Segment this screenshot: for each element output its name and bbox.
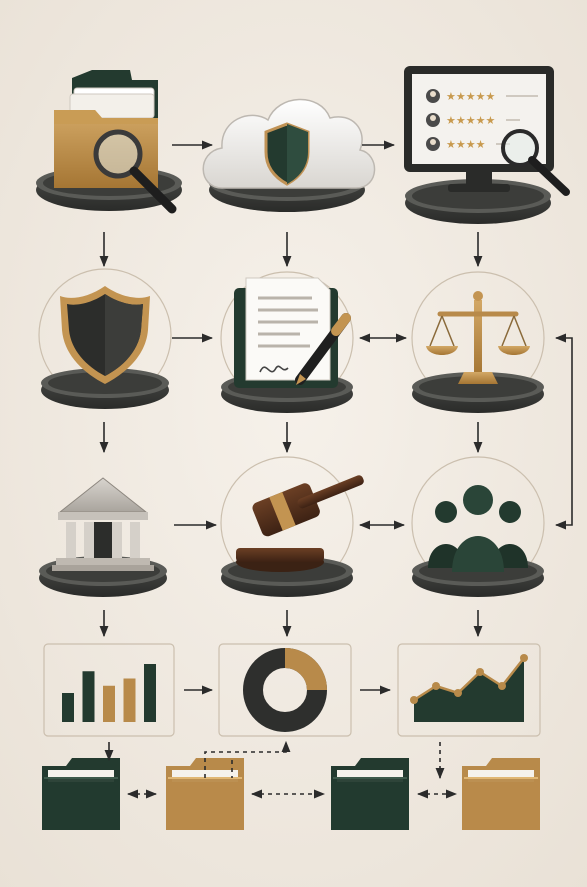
cloud-shield-icon [202, 98, 376, 189]
bar-4 [123, 678, 136, 722]
donut-gold-segment [284, 648, 327, 691]
bar-3 [103, 685, 115, 722]
area-point-3 [454, 689, 462, 697]
pedestal-monitor [405, 179, 551, 224]
area-chart-panel [397, 643, 541, 737]
monitor-rating-icon: ★★★★★ ★★★★★ ★★★★ [404, 66, 570, 196]
scales-of-justice-icon [426, 291, 530, 384]
folder-2-icon [166, 758, 244, 830]
bar-1 [62, 693, 74, 722]
pedestal-scales [412, 372, 544, 413]
folder-search-icon [54, 70, 177, 214]
connector-scales-to-people-right-loop [554, 333, 573, 530]
area-point-5 [498, 682, 506, 690]
review-row-3: ★★★★ [426, 137, 510, 151]
shield-icon [60, 286, 150, 384]
area-chart-icon [410, 654, 528, 722]
folder-1-icon [42, 758, 120, 830]
svg-text:★★★★★: ★★★★★ [446, 90, 495, 103]
contract-pen-icon [234, 277, 351, 388]
area-point-2 [432, 682, 440, 690]
folder-4-icon [462, 758, 540, 830]
svg-text:★★★★★: ★★★★★ [446, 114, 495, 127]
bar-chart-panel [43, 643, 175, 737]
review-row-2: ★★★★★ [426, 113, 520, 127]
folder-3-icon [331, 758, 409, 830]
bar-2 [82, 671, 95, 722]
people-group-icon [428, 485, 528, 572]
courthouse-icon [52, 477, 154, 571]
area-point-6 [520, 654, 528, 662]
area-point-4 [476, 668, 484, 676]
gavel-icon [236, 475, 364, 572]
connectors [99, 140, 573, 799]
review-row-1: ★★★★★ [426, 89, 538, 103]
donut-chart-icon [243, 648, 327, 732]
bar-chart-icon [62, 664, 156, 722]
connector-folder-2-to-donut_panel [204, 742, 286, 778]
folder-icons [42, 758, 540, 830]
area-fill [414, 658, 524, 722]
area-line [413, 657, 525, 702]
area-point-1 [410, 696, 418, 704]
bar-5 [144, 664, 156, 722]
svg-text:★★★★: ★★★★ [446, 138, 486, 151]
